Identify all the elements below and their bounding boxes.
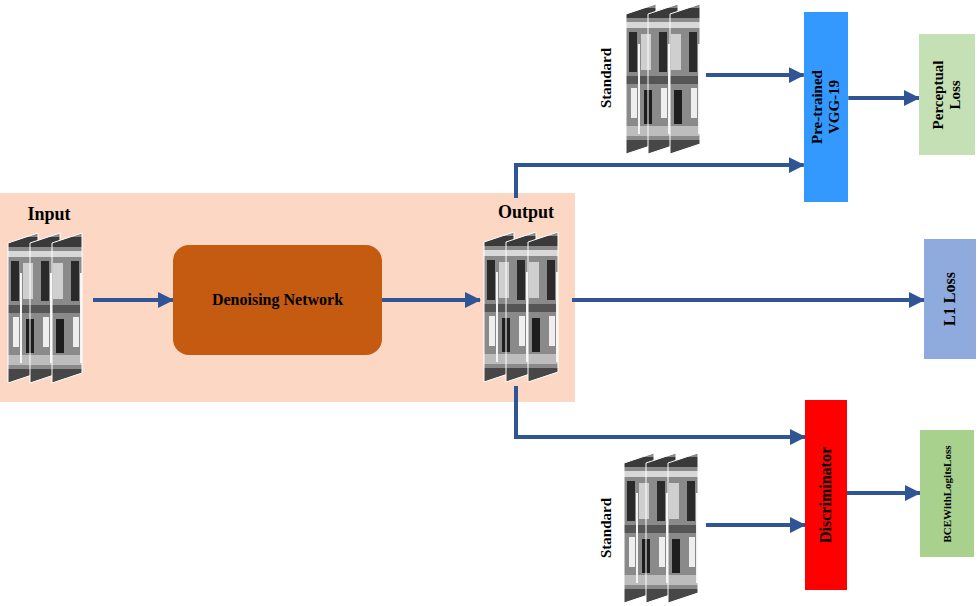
text-area: Standard (594, 453, 620, 603)
image-stack: Output (480, 198, 572, 386)
network-box: Pre-trained VGG-19 (804, 12, 849, 202)
arrow-connector (572, 298, 924, 302)
network-band (0, 193, 575, 402)
image-stack (484, 232, 558, 382)
text-area: Standard (594, 3, 620, 153)
rotated-label: Discriminator (817, 447, 835, 543)
arrow-connector (516, 165, 804, 198)
text-area: Perceptual Loss (919, 34, 975, 155)
text-area: Input (5, 200, 93, 228)
box-label: Output (498, 202, 554, 223)
arrow-connector (847, 491, 920, 495)
text-area: Discriminator (805, 400, 847, 590)
image-stack (626, 4, 700, 154)
image-stack: Standard (594, 3, 706, 153)
rotated-label: Standard (598, 498, 615, 558)
arrow-connector (382, 298, 480, 302)
text-area: Denoising Network (173, 245, 382, 355)
arrow-connector (706, 73, 804, 77)
rotated-label: Pre-trained VGG-19 (809, 57, 844, 157)
box-label: Input (27, 204, 70, 225)
arrow-connector (93, 298, 173, 302)
box-label: Denoising Network (212, 291, 343, 309)
rotated-label: BCEWithLogitsLoss (941, 445, 954, 542)
text-area: Pre-trained VGG-19 (804, 12, 849, 202)
image-stack: Standard (594, 453, 706, 603)
arrow-connector (848, 96, 919, 100)
text-area: Output (480, 198, 572, 226)
image-stack: Input (5, 200, 93, 388)
text-area: BCEWithLogitsLoss (920, 430, 974, 557)
loss-box: Perceptual Loss (919, 34, 975, 155)
loss-box: BCEWithLogitsLoss (920, 430, 974, 557)
text-area: L1 Loss (924, 239, 976, 359)
rotated-label: L1 Loss (941, 272, 959, 326)
image-stack (8, 233, 82, 383)
loss-box: L1 Loss (924, 239, 976, 359)
process-box: Denoising Network (173, 245, 382, 355)
arrow-connector (706, 523, 805, 527)
rotated-label: Standard (598, 48, 615, 108)
image-stack (624, 453, 698, 603)
network-box: Discriminator (805, 400, 847, 590)
rotated-label: Perceptual Loss (930, 47, 965, 142)
arrow-connector (516, 386, 805, 437)
